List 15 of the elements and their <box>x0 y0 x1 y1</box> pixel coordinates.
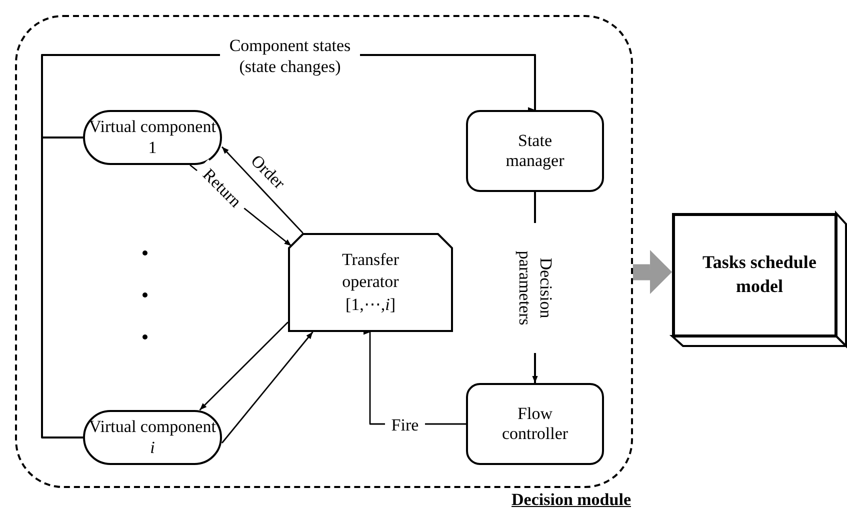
node-label: Flow controller <box>500 404 570 444</box>
module-heading: Decision module <box>512 490 631 510</box>
arrow <box>221 332 314 444</box>
node-label: Virtual component i <box>88 417 217 458</box>
process-box <box>466 383 604 465</box>
node-label: Tasks schedule model <box>702 251 818 298</box>
arrow <box>222 146 304 234</box>
operator-box <box>288 233 453 332</box>
component-pill <box>83 110 222 165</box>
block-arrow <box>632 250 672 294</box>
node-label: Virtual component 1 <box>88 117 217 158</box>
arrow <box>199 322 288 410</box>
node-label: Transfer operator [1,⋯,i] <box>341 249 400 316</box>
node-label: State manager <box>504 130 566 172</box>
process-box <box>466 110 604 192</box>
